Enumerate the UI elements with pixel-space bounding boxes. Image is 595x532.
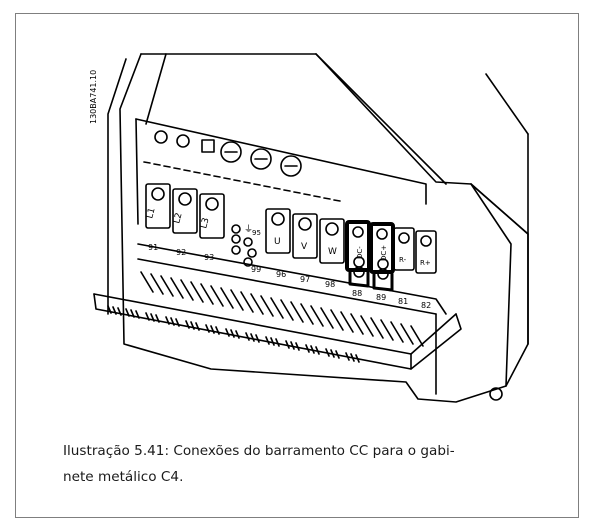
terminal-label-r-plus: R+ [420, 259, 431, 267]
terminal-number-88: 88 [352, 289, 362, 298]
terminal-label-l2: L2 [172, 212, 184, 225]
terminal-label-dc-plus: DC+ [380, 245, 388, 261]
terminal-label-dc-minus: DC- [356, 246, 364, 259]
terminal-label-l1: L1 [145, 207, 157, 220]
terminal-label-l3: L3 [199, 217, 211, 230]
terminal-number-97: 97 [300, 275, 310, 284]
terminal-number-82: 82 [421, 301, 431, 310]
drawing-reference-id: 130BA741.10 [89, 70, 98, 124]
terminal-number-81: 81 [398, 297, 408, 306]
ground-symbol: ⏚ [244, 224, 253, 235]
figure-frame: L1 L2 L3 U V W DC- DC+ R- R+ ⏚ 95 91 92 … [15, 13, 579, 518]
terminal-label-v: V [301, 242, 308, 252]
terminal-number-98: 98 [325, 280, 335, 289]
terminal-number-89: 89 [376, 293, 386, 302]
terminal-number-93: 93 [204, 253, 214, 262]
terminal-number-92: 92 [176, 248, 186, 257]
terminal-number-91: 91 [148, 243, 158, 252]
ground-number: 95 [252, 229, 261, 237]
caption-line-2: nete metálico C4. [63, 469, 184, 485]
terminal-label-r-minus: R- [399, 256, 407, 264]
terminal-label-w: W [328, 247, 337, 257]
terminal-number-99: 99 [251, 265, 261, 274]
terminal-label-u: U [274, 237, 281, 247]
dc-bus-terminal-illustration: L1 L2 L3 U V W DC- DC+ R- R+ ⏚ 95 91 92 … [89, 53, 529, 403]
caption-line-1: Ilustração 5.41: Conexões do barramento … [63, 443, 455, 459]
terminal-number-96: 96 [276, 270, 286, 279]
figure-caption: Ilustração 5.41: Conexões do barramento … [63, 438, 563, 490]
